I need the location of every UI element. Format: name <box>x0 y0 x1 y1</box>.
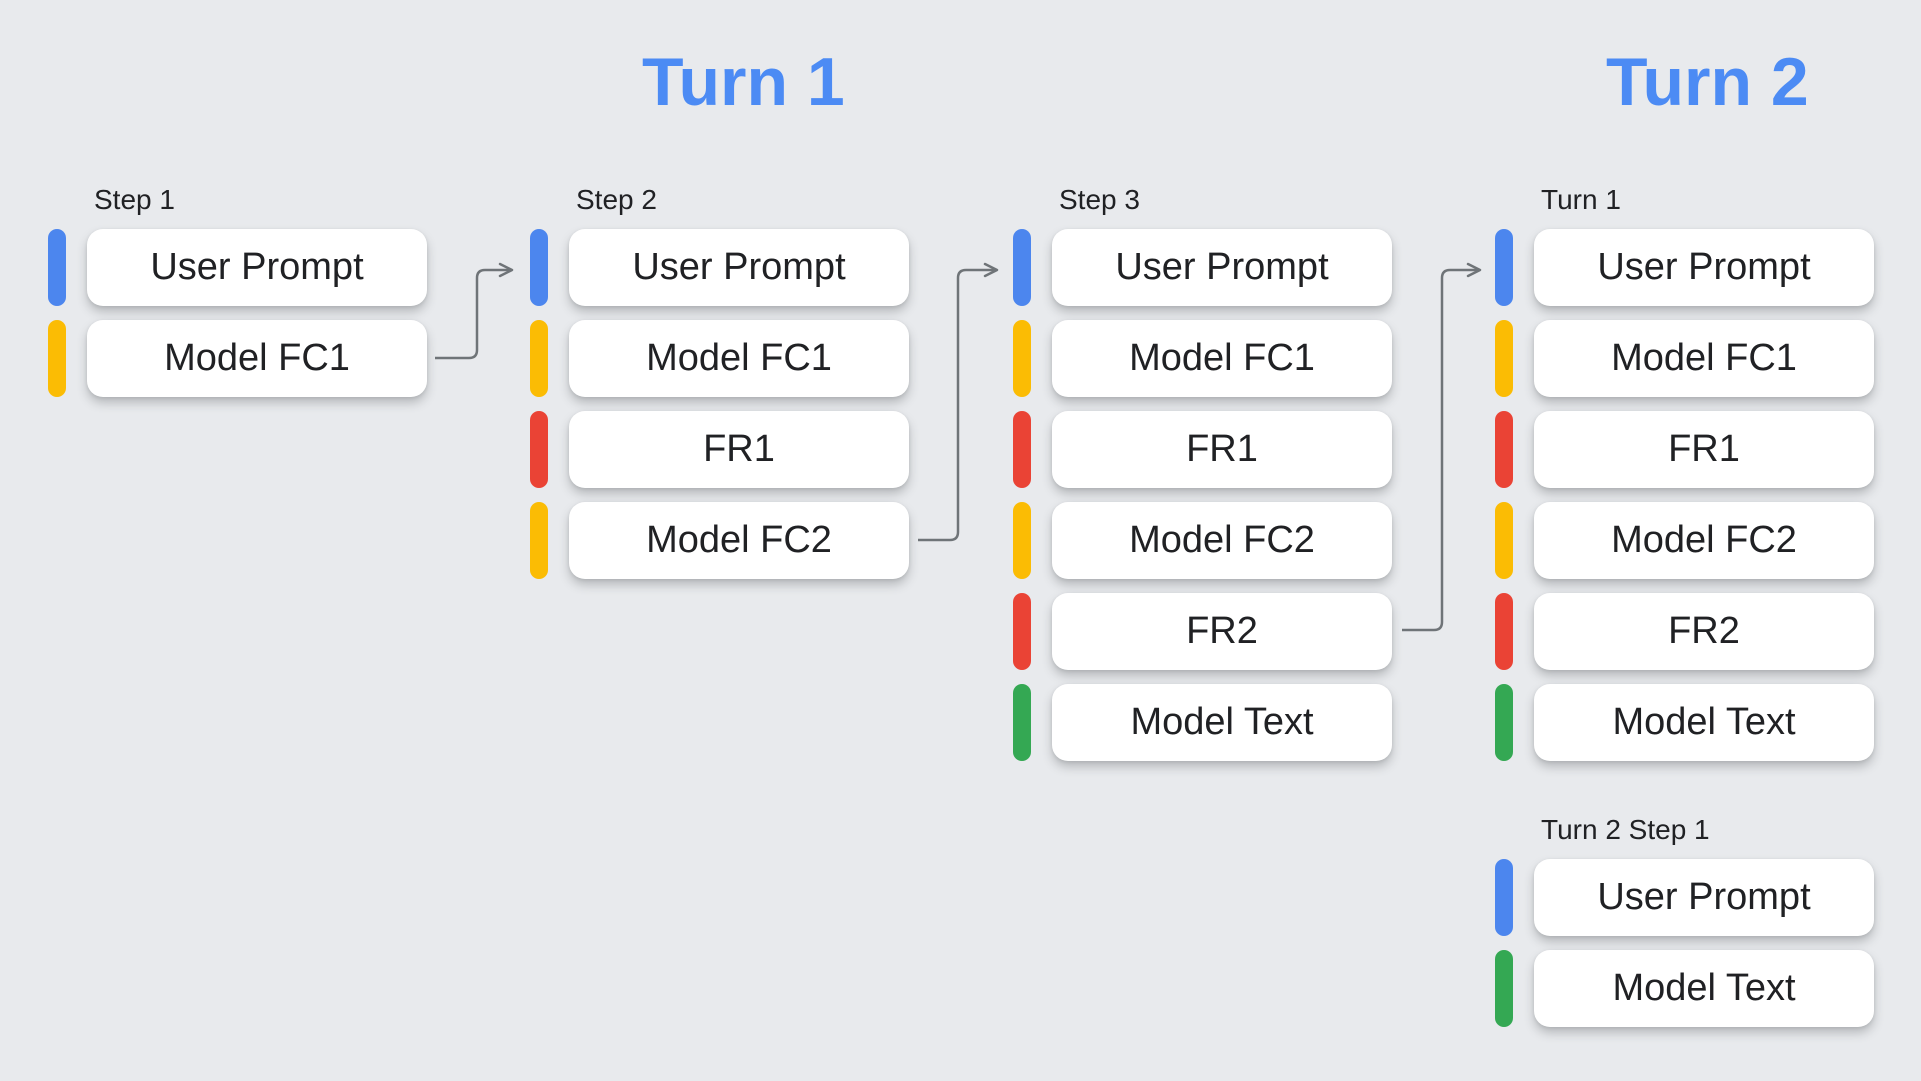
model_function_call-color-bar <box>1495 320 1513 397</box>
column-label: Step 2 <box>576 184 657 215</box>
flow-item-model-fc1: Model FC1 <box>48 320 427 397</box>
column-label: Step 3 <box>1059 184 1140 215</box>
flow-box: User Prompt <box>1534 229 1874 306</box>
flow-box: FR1 <box>1534 411 1874 488</box>
function_response-color-bar <box>1495 593 1513 670</box>
flow-item-fr1: FR1 <box>1013 411 1392 488</box>
arrow-step1-to-step2 <box>435 262 514 360</box>
flow-box: Model FC1 <box>87 320 427 397</box>
flow-box: Model FC1 <box>1052 320 1392 397</box>
model_text-color-bar <box>1013 684 1031 761</box>
flow-item-model-text: Model Text <box>1495 950 1874 1027</box>
flow-item-model-text: Model Text <box>1013 684 1392 761</box>
model_function_call-color-bar <box>1013 502 1031 579</box>
user_prompt-color-bar <box>1495 229 1513 306</box>
flow-item-model-fc1: Model FC1 <box>530 320 909 397</box>
flow-box: User Prompt <box>569 229 909 306</box>
column-label: Turn 1 <box>1541 184 1621 215</box>
flow-box: FR2 <box>1534 593 1874 670</box>
flow-item-fr2: FR2 <box>1495 593 1874 670</box>
flow-box: User Prompt <box>1534 859 1874 936</box>
flow-box: Model FC1 <box>1534 320 1874 397</box>
flow-box: FR1 <box>569 411 909 488</box>
flow-box: Model Text <box>1534 950 1874 1027</box>
model_text-color-bar <box>1495 950 1513 1027</box>
column-label: Step 1 <box>94 184 175 215</box>
flow-item-model-fc1: Model FC1 <box>1495 320 1874 397</box>
model_function_call-color-bar <box>48 320 66 397</box>
model_function_call-color-bar <box>1013 320 1031 397</box>
arrow-step2-to-step3 <box>918 262 999 542</box>
flow-item-user-prompt: User Prompt <box>1495 859 1874 936</box>
model_function_call-color-bar <box>530 502 548 579</box>
flow-item-fr2: FR2 <box>1013 593 1392 670</box>
flow-box: FR1 <box>1052 411 1392 488</box>
flow-box: User Prompt <box>87 229 427 306</box>
function_response-color-bar <box>1013 593 1031 670</box>
flow-item-model-text: Model Text <box>1495 684 1874 761</box>
flow-item-model-fc2: Model FC2 <box>1495 502 1874 579</box>
flow-item-user-prompt: User Prompt <box>530 229 909 306</box>
model_function_call-color-bar <box>530 320 548 397</box>
flow-box: Model FC2 <box>569 502 909 579</box>
flow-item-fr1: FR1 <box>530 411 909 488</box>
function_response-color-bar <box>1013 411 1031 488</box>
turn-1-title: Turn 1 <box>642 44 845 120</box>
function_response-color-bar <box>1495 411 1513 488</box>
user_prompt-color-bar <box>530 229 548 306</box>
flow-box: Model FC2 <box>1052 502 1392 579</box>
flow-box: User Prompt <box>1052 229 1392 306</box>
column-label: Turn 2 Step 1 <box>1541 814 1710 845</box>
user_prompt-color-bar <box>1495 859 1513 936</box>
model_text-color-bar <box>1495 684 1513 761</box>
flow-item-model-fc2: Model FC2 <box>530 502 909 579</box>
model_function_call-color-bar <box>1495 502 1513 579</box>
turn-2-title: Turn 2 <box>1606 44 1809 120</box>
flow-box: Model Text <box>1052 684 1392 761</box>
flow-box: FR2 <box>1052 593 1392 670</box>
flow-box: Model Text <box>1534 684 1874 761</box>
user_prompt-color-bar <box>48 229 66 306</box>
flow-item-user-prompt: User Prompt <box>1013 229 1392 306</box>
user_prompt-color-bar <box>1013 229 1031 306</box>
flow-box: Model FC1 <box>569 320 909 397</box>
flow-item-user-prompt: User Prompt <box>48 229 427 306</box>
flow-item-model-fc1: Model FC1 <box>1013 320 1392 397</box>
arrow-step3-to-turn1 <box>1402 262 1482 632</box>
flow-item-model-fc2: Model FC2 <box>1013 502 1392 579</box>
flow-item-user-prompt: User Prompt <box>1495 229 1874 306</box>
flow-box: Model FC2 <box>1534 502 1874 579</box>
flow-item-fr1: FR1 <box>1495 411 1874 488</box>
function_response-color-bar <box>530 411 548 488</box>
